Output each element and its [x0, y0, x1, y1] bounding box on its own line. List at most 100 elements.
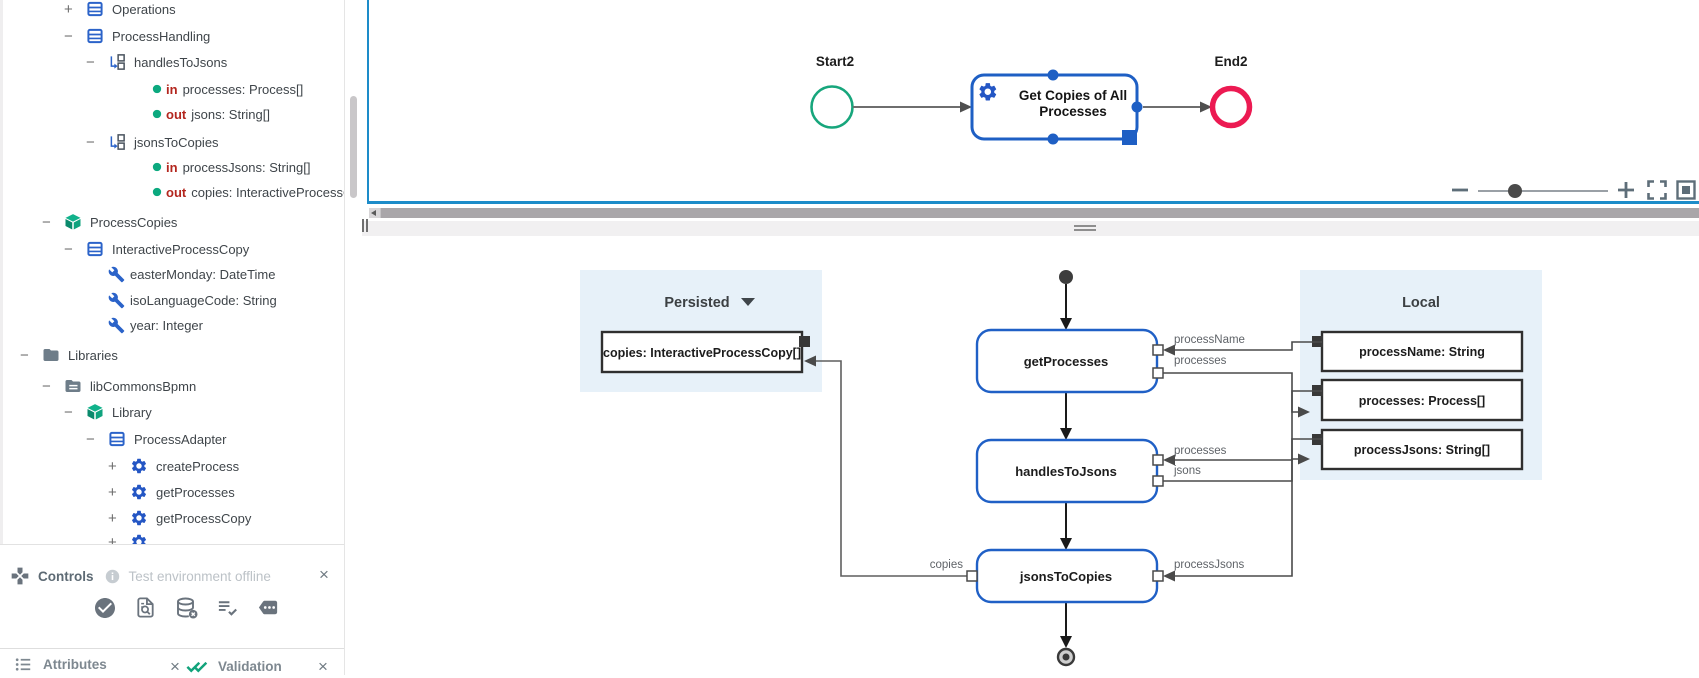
arrowhead-icon — [1163, 454, 1175, 466]
zoom-in-icon[interactable] — [1614, 178, 1638, 202]
splitter-handle-icon[interactable] — [1074, 225, 1096, 232]
tree-item[interactable]: year: Integer — [0, 313, 344, 337]
zoom-slider-thumb[interactable] — [1508, 184, 1522, 198]
tree-item[interactable]: −Libraries — [0, 343, 344, 367]
collapse-icon[interactable]: − — [64, 240, 73, 258]
tree-item[interactable]: −libCommonsBpmn — [0, 374, 344, 398]
connection-handle[interactable] — [1131, 101, 1143, 113]
sidebar: +Operations − ProcessHandling −handlesToJso… — [0, 0, 345, 677]
tree-item[interactable]: +getProcesses — [0, 480, 344, 504]
tree-item-label: processJsons: String[] — [182, 159, 311, 175]
tree-item[interactable]: + createProcess — [0, 454, 344, 478]
tree-scrollbar-thumb[interactable] — [350, 96, 357, 198]
expand-icon[interactable]: + — [108, 509, 117, 527]
close-icon[interactable]: × — [318, 657, 328, 676]
database-clear-icon[interactable] — [175, 596, 199, 620]
expand-icon[interactable]: + — [108, 457, 117, 475]
collapse-icon[interactable]: − — [64, 27, 73, 45]
close-icon[interactable]: × — [319, 565, 329, 584]
port[interactable] — [1152, 367, 1164, 379]
splitter-grip-icon[interactable] — [362, 219, 370, 232]
variable-box-processname[interactable] — [1320, 330, 1524, 373]
tree-item-label: ProcessAdapter — [134, 431, 227, 447]
status-text: Test environment offline — [128, 568, 271, 584]
connection-handle[interactable] — [1047, 69, 1059, 81]
collapse-icon[interactable]: − — [42, 377, 51, 395]
expand-icon[interactable]: + — [64, 0, 73, 18]
tree-item[interactable]: − InteractiveProcessCopy — [0, 237, 344, 261]
document-search-icon[interactable] — [134, 596, 158, 620]
param-icon — [152, 84, 166, 94]
list-check-icon[interactable] — [216, 596, 240, 620]
variable-box-processjsons[interactable] — [1320, 428, 1524, 471]
gear-icon — [130, 483, 156, 501]
zoom-slider-track[interactable] — [1478, 190, 1608, 192]
collapse-icon[interactable]: − — [42, 213, 51, 231]
start-event-node[interactable] — [810, 85, 854, 129]
tree-item-label: InteractiveProcessCopy — [112, 241, 250, 257]
end-event-node[interactable] — [1209, 85, 1253, 129]
activity-getprocesses[interactable] — [975, 328, 1159, 394]
local-panel-title[interactable]: Local — [1402, 295, 1440, 311]
horizontal-scrollbar[interactable] — [369, 208, 1699, 218]
tree-item[interactable]: +getProcessCopy — [0, 506, 344, 530]
tree-item[interactable]: isoLanguageCode: String — [0, 288, 344, 312]
variable-box-copies[interactable] — [600, 330, 804, 374]
tree-item[interactable]: − ProcessHandling — [0, 24, 344, 48]
tab-attributes[interactable]: Attributes — [14, 655, 107, 674]
bottom-dataflow-diagram: Persisted copies: InteractiveProcessCopy… — [580, 270, 1542, 667]
collapse-icon[interactable]: − — [86, 53, 95, 71]
fullscreen-icon[interactable] — [1645, 178, 1669, 202]
edge-label: processes — [1174, 445, 1227, 457]
zoom-out-icon[interactable] — [1448, 178, 1472, 202]
tree-item-label: ProcessHandling — [112, 28, 211, 44]
port[interactable] — [966, 570, 978, 582]
model-tree: +Operations − ProcessHandling −handlesToJso… — [0, 0, 344, 545]
tree-item[interactable]: +Operations — [0, 0, 344, 21]
variable-box-processes[interactable] — [1320, 378, 1524, 422]
tree-item[interactable]: − ProcessAdapter — [0, 427, 344, 451]
activity-handlestojsons[interactable] — [975, 438, 1159, 504]
tree-item[interactable]: −Library — [0, 400, 344, 424]
tree-item-label: createProcess — [156, 458, 240, 474]
collapse-icon[interactable]: − — [86, 430, 95, 448]
tree-item[interactable]: −handlesToJsons — [0, 50, 344, 74]
attribute-icon — [108, 317, 130, 334]
tree-item[interactable]: −jsonsToCopies — [0, 130, 344, 154]
collapse-icon[interactable]: − — [20, 346, 29, 364]
persisted-panel-title[interactable]: Persisted — [664, 295, 729, 311]
port[interactable] — [1152, 570, 1164, 582]
validation-check-icon — [186, 655, 208, 677]
collapse-icon[interactable]: − — [86, 133, 95, 151]
expand-icon[interactable]: + — [108, 533, 117, 546]
dropdown-caret-icon[interactable] — [741, 298, 755, 306]
edge-label: processName — [1174, 334, 1245, 346]
tree-item[interactable]: easterMonday: DateTime — [0, 262, 344, 286]
expand-icon[interactable]: + — [108, 483, 117, 501]
resize-handle[interactable] — [1122, 130, 1137, 145]
panel-splitter[interactable] — [362, 219, 1699, 236]
check-circle-icon[interactable] — [93, 596, 117, 620]
tab-validation[interactable]: Validation — [186, 655, 282, 677]
tree-item[interactable]: + — [0, 530, 344, 545]
port[interactable] — [1152, 475, 1164, 487]
scrollbar-thumb[interactable] — [381, 208, 1699, 218]
more-tag-icon[interactable] — [257, 596, 281, 620]
variable-port[interactable] — [799, 336, 810, 347]
param-icon — [152, 109, 166, 119]
overview-icon[interactable] — [1674, 178, 1698, 202]
data-flow-edges — [804, 341, 1322, 582]
scroll-left-button[interactable] — [369, 208, 380, 218]
collapse-icon[interactable]: − — [64, 403, 73, 421]
close-icon[interactable]: × — [170, 657, 180, 676]
port[interactable] — [1152, 454, 1164, 466]
connection-handle[interactable] — [1047, 133, 1059, 145]
initial-node[interactable] — [1059, 270, 1073, 284]
port[interactable] — [1152, 344, 1164, 356]
tab-label: Validation — [218, 658, 282, 674]
tree-item[interactable]: −ProcessCopies — [0, 210, 344, 234]
